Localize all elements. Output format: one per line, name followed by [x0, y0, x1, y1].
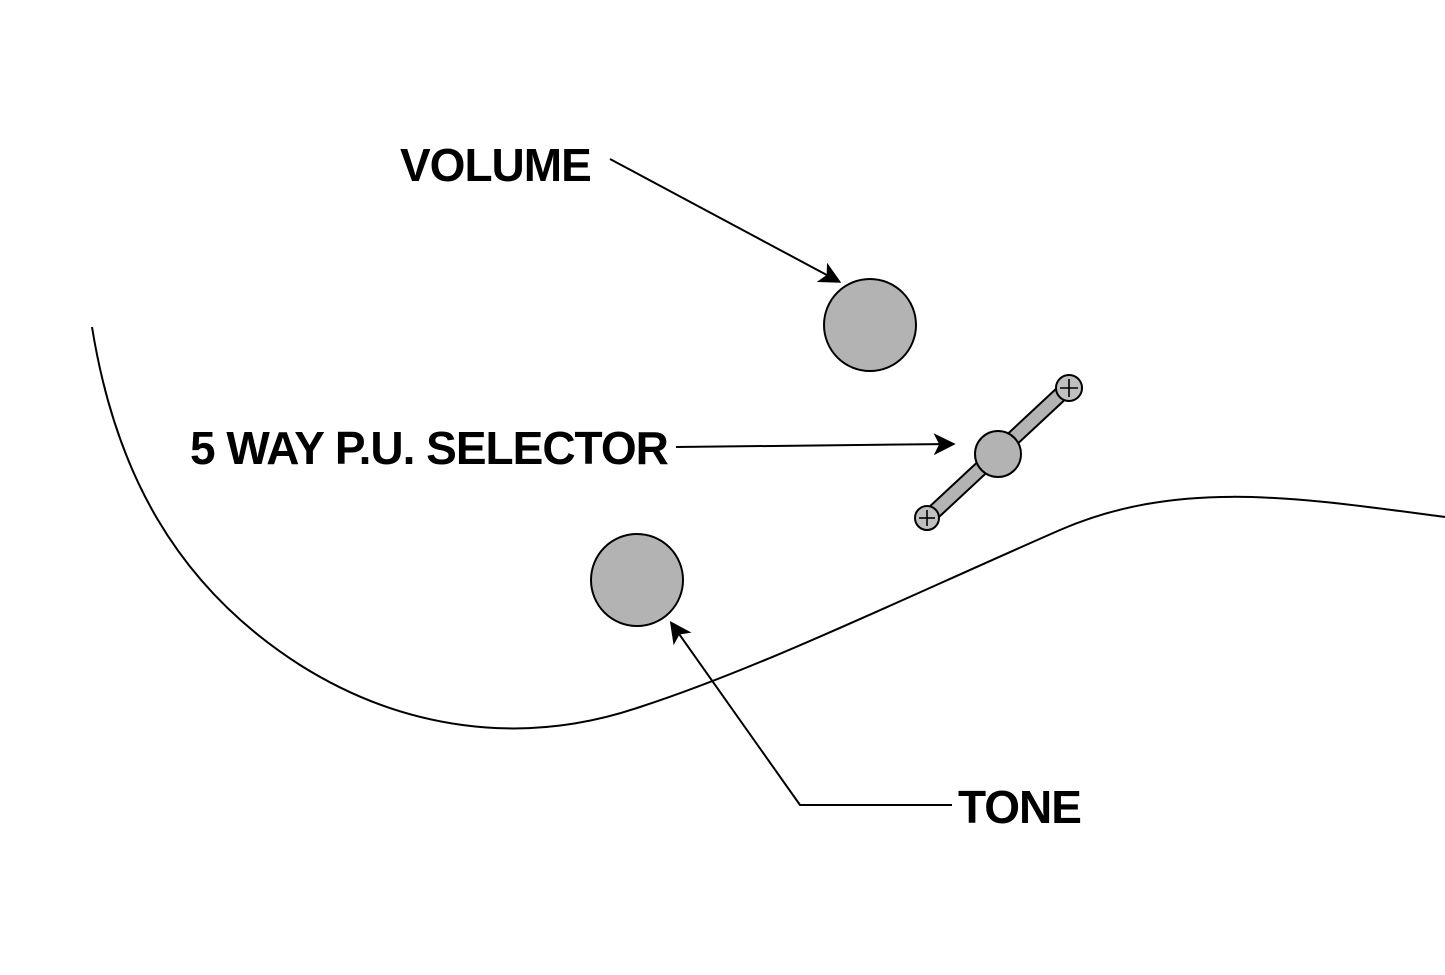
volume-callout-arrow [609, 158, 842, 283]
selector-callout-arrow [675, 433, 956, 456]
selector-pivot [974, 430, 1022, 478]
guitar-body-outline [91, 326, 1445, 730]
selector-label: 5 WAY P.U. SELECTOR [190, 422, 669, 474]
volume-knob [823, 278, 917, 372]
tone-knob [590, 533, 684, 627]
selector-screw-bottom [914, 505, 940, 531]
tone-label: TONE [958, 781, 1081, 833]
volume-label: VOLUME [400, 139, 591, 191]
pickup-selector-switch [914, 374, 1083, 531]
selector-screw-top [1055, 374, 1083, 402]
tone-callout-arrow [669, 621, 952, 806]
